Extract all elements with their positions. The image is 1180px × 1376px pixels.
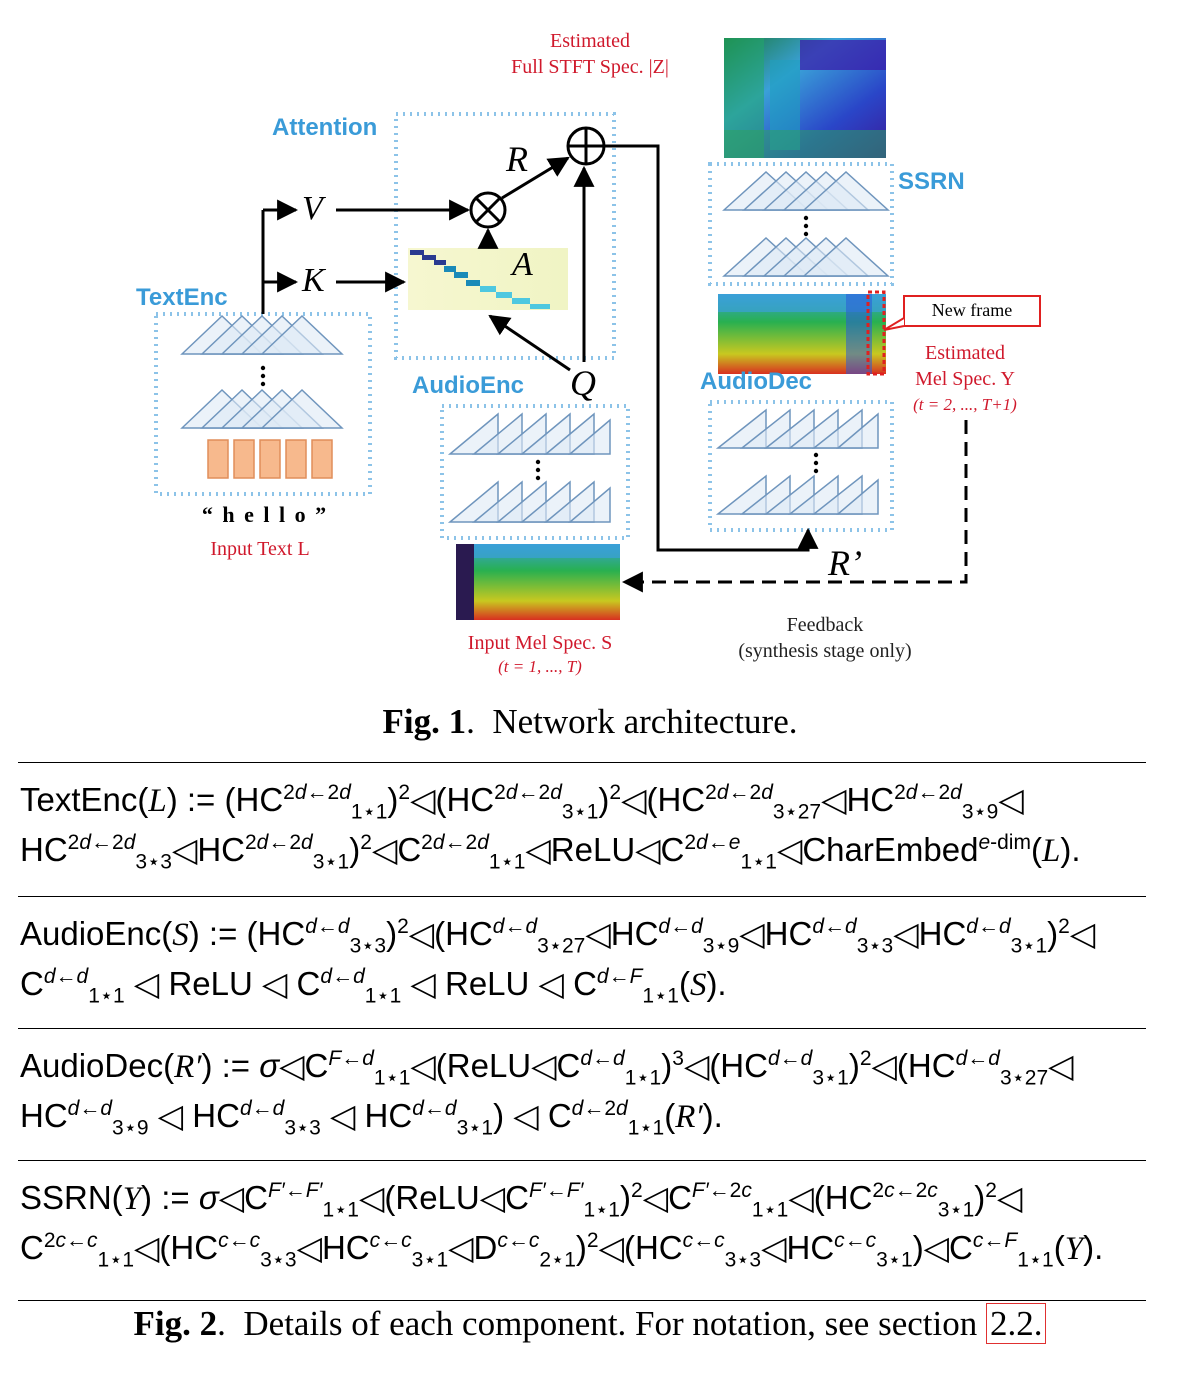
estimated-mel-spectrogram — [718, 290, 886, 376]
ssrn-box — [708, 162, 894, 286]
estimated-full-stft-label: Estimated Full STFT Spec. |Z| — [511, 30, 669, 78]
input-mel-spectrogram — [456, 544, 620, 620]
equation-audiodec-line1: AudioDec(R′) := σ◁CF←d1⋆1◁(ReLU◁Cd←d1⋆1)… — [20, 1047, 1074, 1090]
caption-period: . — [1033, 1304, 1043, 1343]
figure-1-caption: Fig. 1. Network architecture. — [382, 702, 798, 741]
input-mel-range: (t = 1, ..., T) — [498, 657, 582, 676]
equation-textenc-line2: HC2d←2d3⋆3◁HC2d←2d3⋆1)2◁C2d←2d1⋆1◁ReLU◁C… — [20, 831, 1081, 874]
equation-audioenc-line1: AudioEnc(S) := (HCd←d3⋆3)2◁(HCd←d3⋆27◁HC… — [20, 915, 1096, 958]
textenc-label: TextEnc — [136, 284, 228, 311]
equation-ssrn-line1: SSRN(Y) := σ◁CF′←F′1⋆1◁(ReLU◁CF′←F′1⋆1)2… — [20, 1179, 1023, 1222]
rule-3 — [18, 1160, 1146, 1161]
figure-1: Estimated Full STFT Spec. |Z| Attention … — [136, 30, 1041, 741]
figure-2-caption-label: Fig. 2 — [133, 1304, 218, 1343]
multiply-operator — [469, 191, 507, 229]
input-text-label: Input Text L — [210, 538, 310, 560]
q-to-attention-arrow — [488, 314, 571, 372]
k-label: K — [302, 262, 325, 299]
ssrn-conv-layers — [722, 170, 890, 277]
attention-matrix — [408, 248, 568, 310]
input-mel-label: Input Mel Spec. S — [467, 632, 613, 654]
attention-label: Attention — [272, 114, 378, 141]
hello-text: “ h e l l o ” — [201, 502, 329, 527]
new-frame-callout — [883, 295, 1041, 331]
figure-2-caption: Fig. 2. Details of each component. For n… — [0, 1303, 1180, 1344]
add-operator — [566, 126, 606, 166]
r-prime-label: R’ — [828, 543, 862, 583]
rule-2 — [18, 1028, 1146, 1029]
feedback-label: Feedback (synthesis stage only) — [738, 614, 912, 662]
equation-ssrn-line2: C2c←c1⋆1◁(HCc←c3⋆3◁HCc←c3⋆1◁Dc←c2⋆1)2◁(H… — [20, 1229, 1104, 1272]
audiodec-label: AudioDec — [700, 368, 813, 395]
feedback-dashed-arrow — [621, 420, 968, 593]
audioenc-label: AudioEnc — [412, 372, 524, 399]
textenc-conv-layers — [180, 314, 344, 429]
audiodec-conv-layers — [715, 408, 879, 515]
section-reference-link[interactable]: 2.2. — [985, 1303, 1047, 1344]
rule-4 — [18, 1300, 1146, 1301]
estimated-mel-range: (t = 2, ..., T+1) — [913, 395, 1017, 414]
full-stft-spectrogram — [724, 38, 886, 158]
ssrn-label: SSRN — [898, 168, 965, 195]
figure-2-caption-text: Details of each component. For notation,… — [243, 1304, 978, 1343]
equation-audiodec-line2: HCd←d3⋆9 ◁ HCd←d3⋆3 ◁ HCd←d3⋆1) ◁ Cd←2d1… — [20, 1097, 723, 1140]
v-label: V — [302, 190, 323, 227]
rule-0 — [18, 762, 1146, 763]
r-label: R — [506, 139, 528, 179]
figure-1-caption-text: Network architecture. — [492, 702, 798, 741]
figure-1-caption-label: Fig. 1 — [382, 702, 467, 741]
q-label: Q — [570, 363, 596, 403]
section-reference-number[interactable]: 2.2 — [989, 1304, 1034, 1343]
new-frame-label: New frame — [931, 300, 1013, 320]
equation-textenc-line1: TextEnc(L) := (HC2d←2d1⋆1)2◁(HC2d←2d3⋆1)… — [20, 781, 1024, 824]
architecture-diagram — [154, 38, 1041, 620]
audioenc-box — [440, 404, 630, 540]
estimated-mel-label: Estimated Mel Spec. Y — [915, 342, 1015, 390]
equation-audioenc-line2: Cd←d1⋆1 ◁ ReLU ◁ Cd←d1⋆1 ◁ ReLU ◁ Cd←F1⋆… — [20, 965, 727, 1008]
rprime-path-arrow — [604, 144, 819, 552]
r-arrow — [501, 156, 570, 200]
audioenc-conv-layers — [447, 412, 611, 523]
char-embedding-boxes — [207, 439, 333, 479]
a-label: A — [512, 246, 533, 283]
rule-1 — [18, 896, 1146, 897]
